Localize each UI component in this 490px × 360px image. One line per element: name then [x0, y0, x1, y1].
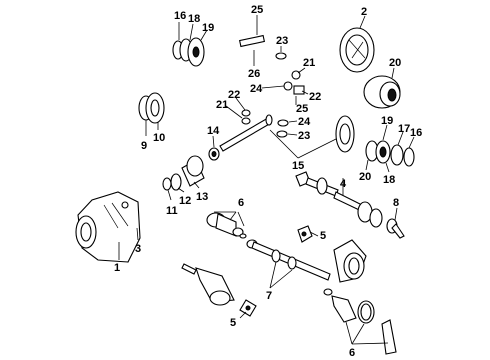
pinion-pin [238, 15, 266, 66]
callout-11: 11 [166, 205, 178, 217]
callout-19b: 19 [381, 115, 393, 127]
callout-3: 3 [135, 243, 141, 255]
cv-joint-housing [297, 225, 367, 283]
cv-boot-kit-upper [206, 211, 247, 239]
callout-15: 15 [292, 160, 304, 172]
callout-22b: 22 [228, 89, 240, 101]
callout-16a: 16 [174, 10, 186, 22]
callout-20a: 20 [389, 57, 401, 69]
output-shaft-yoke [181, 263, 257, 319]
callout-24a: 24 [250, 83, 263, 95]
callout-26: 26 [248, 68, 260, 80]
companion-flange [162, 155, 205, 201]
callout-21a: 21 [303, 57, 315, 69]
callout-8: 8 [393, 197, 399, 209]
callout-20b: 20 [359, 171, 371, 183]
callout-1: 1 [114, 262, 120, 274]
callout-7: 7 [266, 290, 272, 302]
callout-18b: 18 [383, 174, 395, 186]
bearing-seal-set-top-left [172, 22, 208, 67]
callout-18a: 18 [188, 13, 200, 25]
half-shaft-right [295, 171, 405, 239]
callout-23a: 23 [276, 35, 288, 47]
callout-6b: 6 [349, 347, 355, 359]
carrier-housing [75, 191, 141, 263]
callout-6a: 6 [238, 197, 244, 209]
differential-case [363, 67, 401, 109]
callout-24b: 24 [298, 116, 311, 128]
side-gear-cluster-top [261, 67, 309, 105]
callout-25a: 25 [251, 4, 263, 16]
callout-2: 2 [361, 6, 367, 18]
callout-19a: 19 [202, 22, 214, 34]
callout-21b: 21 [216, 99, 228, 111]
callout-17: 17 [398, 123, 410, 135]
axle-seal-left [138, 92, 165, 136]
callout-13: 13 [196, 191, 208, 203]
thrust-washer-upper [275, 52, 287, 60]
thrust-washers-right [276, 119, 298, 138]
callout-23b: 23 [298, 130, 310, 142]
intermediate-shaft [208, 114, 339, 161]
bearing-seal-set-right [365, 124, 415, 173]
axle-shaft [246, 239, 331, 289]
callout-14: 14 [207, 125, 220, 137]
callout-10: 10 [153, 132, 165, 144]
ring-gear-flange [335, 115, 355, 153]
thrust-washers-left [225, 97, 251, 125]
ring-gear [339, 15, 375, 73]
callout-4: 4 [340, 178, 347, 190]
callout-25b: 25 [296, 103, 308, 115]
callout-22a: 22 [309, 91, 321, 103]
callout-9: 9 [141, 140, 147, 152]
callout-16b: 16 [410, 127, 422, 139]
cv-boot-kit-lower [323, 288, 397, 355]
callout-5b: 5 [230, 317, 236, 329]
callout-12: 12 [179, 195, 191, 207]
callout-5a: 5 [320, 230, 326, 242]
